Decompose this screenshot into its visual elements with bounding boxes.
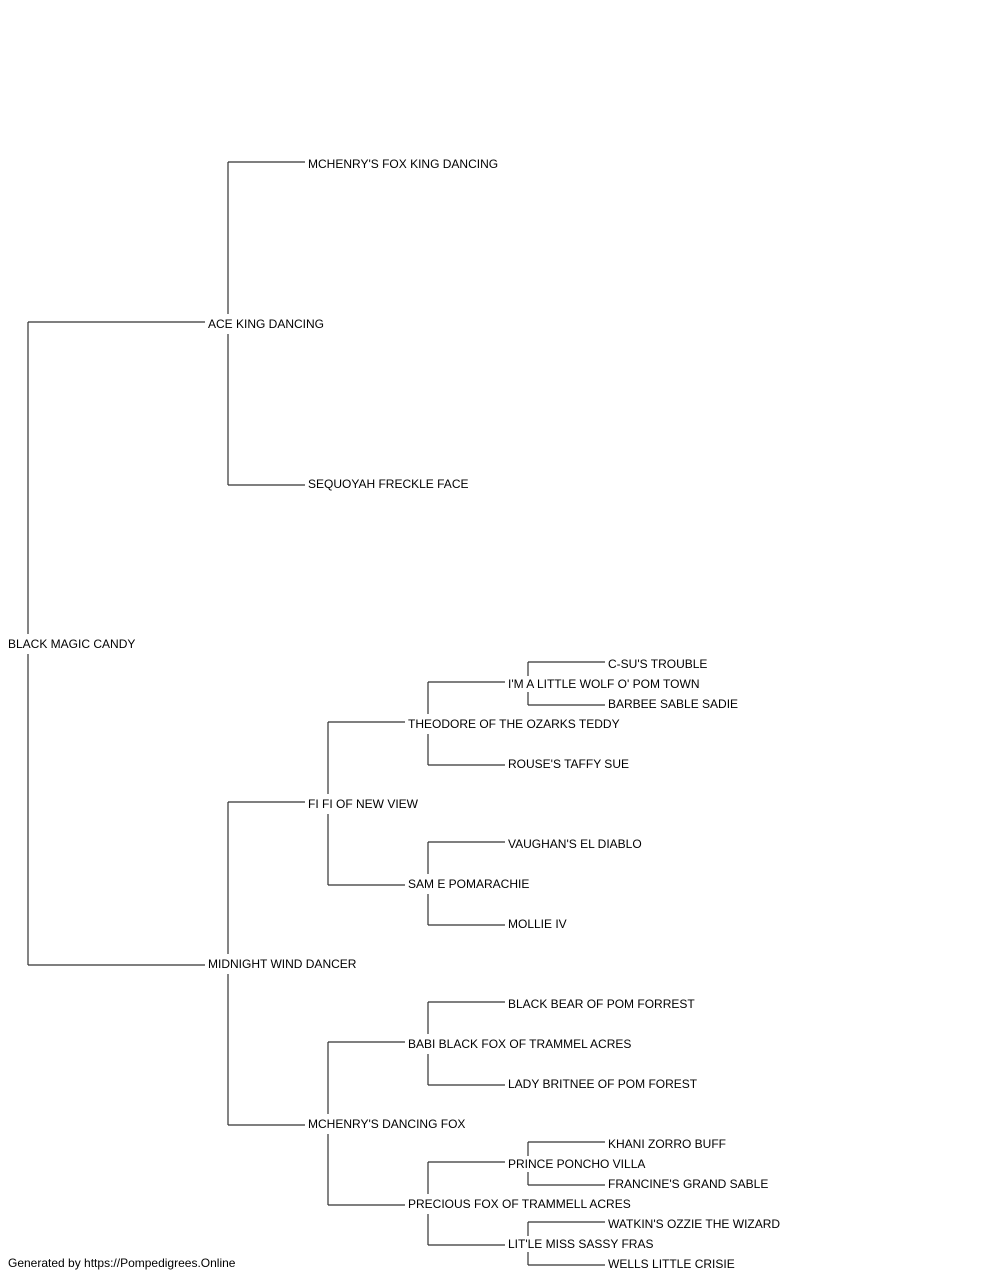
dog-name-dam-sire-sire-sire-dam: BARBEE SABLE SADIE [608, 697, 738, 711]
generated-by-footer: Generated by https://Pompedigrees.Online [8, 1256, 236, 1270]
dog-name-dam-sire-dam-sire: VAUGHAN'S EL DIABLO [508, 837, 642, 851]
name-labels: BLACK MAGIC CANDY ACE KING DANCING MCHEN… [8, 157, 780, 1271]
dog-name-sire: ACE KING DANCING [208, 317, 324, 331]
dog-name-dam-dam-dam-dam-dam: WELLS LITTLE CRISIE [608, 1257, 735, 1271]
dog-name-dam-dam-dam-sire-sire: KHANI ZORRO BUFF [608, 1137, 726, 1151]
dog-name-dam-dam-dam-dam: LIT'LE MISS SASSY FRAS [508, 1237, 653, 1251]
dog-name-dam-dam: MCHENRY'S DANCING FOX [308, 1117, 465, 1131]
dog-name-dam-dam-sire-dam: LADY BRITNEE OF POM FOREST [508, 1077, 698, 1091]
dog-name-dam-sire-dam-dam: MOLLIE IV [508, 917, 567, 931]
dog-name-dam-dam-dam: PRECIOUS FOX OF TRAMMELL ACRES [408, 1197, 631, 1211]
dog-name-dam: MIDNIGHT WIND DANCER [208, 957, 357, 971]
dog-name-sire-sire: MCHENRY'S FOX KING DANCING [308, 157, 498, 171]
dog-name-dam-sire-dam: SAM E POMARACHIE [408, 877, 529, 891]
dog-name-sire-dam: SEQUOYAH FRECKLE FACE [308, 477, 468, 491]
dog-name-dam-dam-sire-sire: BLACK BEAR OF POM FORREST [508, 997, 695, 1011]
dog-name-dam-dam-dam-sire: PRINCE PONCHO VILLA [508, 1157, 645, 1171]
dog-name-dam-sire-sire-dam: ROUSE'S TAFFY SUE [508, 757, 629, 771]
dog-name-dam-sire-sire: THEODORE OF THE OZARKS TEDDY [408, 717, 620, 731]
dog-name-dam-sire: FI FI OF NEW VIEW [308, 797, 419, 811]
dog-name-dam-sire-sire-sire: I'M A LITTLE WOLF O' POM TOWN [508, 677, 700, 691]
dog-name-subject: BLACK MAGIC CANDY [8, 637, 135, 651]
dog-name-dam-dam-dam-dam-sire: WATKIN'S OZZIE THE WIZARD [608, 1217, 780, 1231]
connector-lines [27, 161, 605, 1266]
dog-name-dam-dam-dam-sire-dam: FRANCINE'S GRAND SABLE [608, 1177, 768, 1191]
dog-name-dam-dam-sire: BABI BLACK FOX OF TRAMMEL ACRES [408, 1037, 631, 1051]
dog-name-dam-sire-sire-sire-sire: C-SU'S TROUBLE [608, 657, 707, 671]
